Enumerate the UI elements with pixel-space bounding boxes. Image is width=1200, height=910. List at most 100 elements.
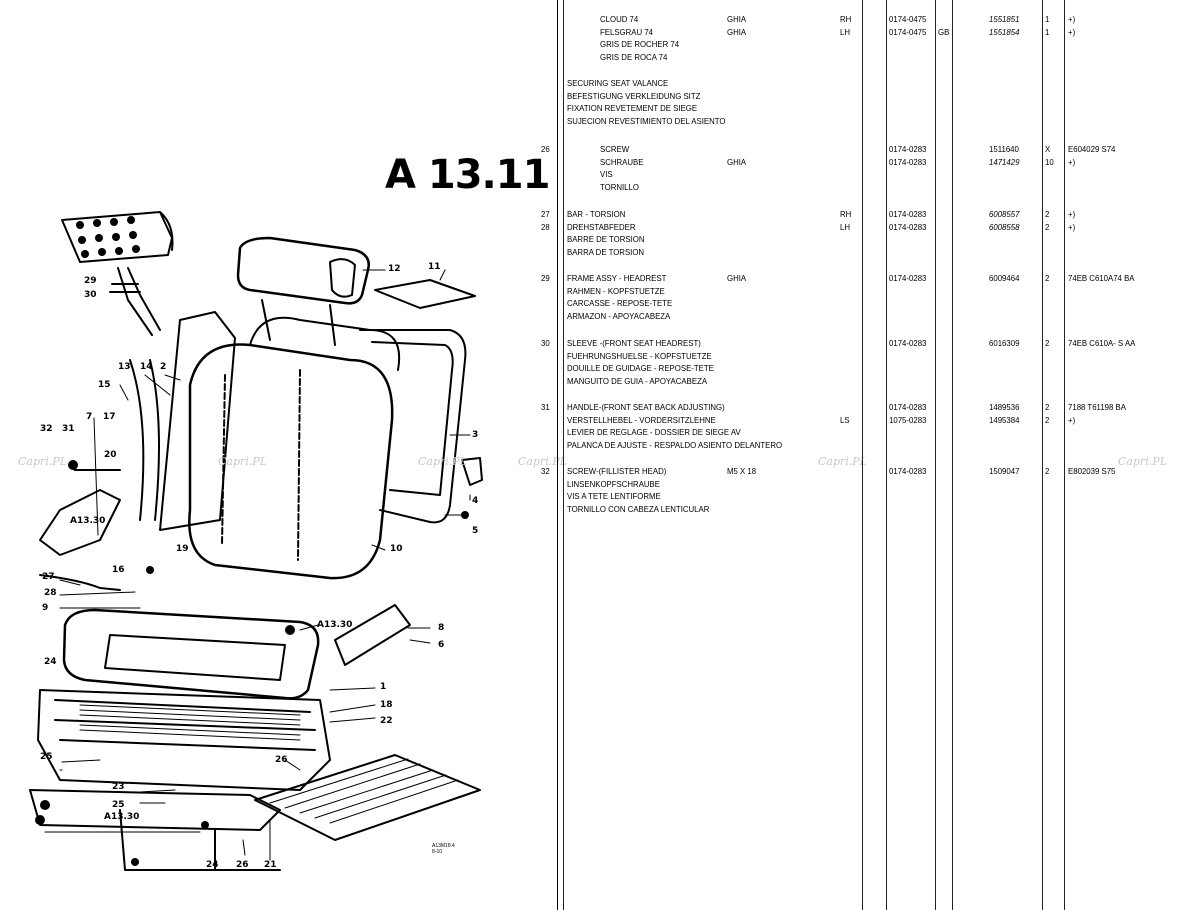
callout-number: 24: [44, 657, 57, 667]
remark: +): [1068, 221, 1076, 232]
date-range: 0174-0283: [889, 338, 927, 348]
date-range: 0174-0283: [889, 466, 927, 476]
date-range: 0174-0283: [889, 209, 927, 219]
callout-number: 6: [438, 640, 445, 650]
description-line: RAHMEN - KOPFSTUETZE: [567, 285, 665, 296]
quantity: 2: [1045, 402, 1050, 412]
callout-number: 29: [84, 276, 97, 286]
seat-cushion: [62, 608, 320, 700]
ref-number: 31: [541, 402, 550, 412]
callout-number: 20: [104, 450, 117, 460]
part-number: 6009464: [989, 273, 1020, 283]
part-number: 1551851: [989, 14, 1020, 24]
quantity: 1: [1045, 26, 1050, 37]
remark: 74EB C610A- S AA: [1068, 338, 1136, 348]
remark: +): [1068, 209, 1076, 219]
remark: E802039 S75: [1068, 466, 1116, 476]
callout-number: 2: [160, 362, 167, 372]
part-number: 1489536: [989, 402, 1020, 412]
description-line: FELSGRAU 74: [600, 26, 654, 37]
part-number: 1551854: [989, 26, 1020, 37]
callout-number: 4: [472, 496, 479, 506]
callout-number: A13.30: [104, 812, 140, 822]
description-line: FRAME ASSY - HEADREST: [567, 273, 667, 283]
ref-number: 27: [541, 209, 550, 219]
callout-number: 16: [112, 565, 125, 575]
description-line: SCREW: [600, 144, 630, 154]
description-line: BAR - TORSION: [567, 209, 626, 219]
callout-number: 32: [40, 424, 53, 434]
callout-number: 25: [40, 752, 53, 762]
description-line: MANGUITO DE GUIA - APOYACABEZA: [567, 375, 708, 386]
variant: GHIA: [727, 156, 747, 167]
part-number: 6008557: [989, 209, 1020, 219]
description-line: SCHRAUBE: [600, 156, 644, 167]
table-rule: [1042, 0, 1043, 910]
remark: 74EB C610A74 BA: [1068, 273, 1135, 283]
description-line: VIS: [600, 169, 613, 179]
callout-number: 18: [380, 700, 393, 710]
seat-back-panel: [359, 329, 467, 524]
description-line: LINSENKOPFSCHRAUBE: [567, 478, 661, 489]
ref-number: 32: [541, 466, 550, 476]
remark: +): [1068, 156, 1076, 167]
description-line: CLOUD 74: [600, 14, 639, 24]
callout-number: 5: [472, 526, 479, 536]
quantity: X: [1045, 144, 1051, 154]
date-range: 0174-0475: [889, 26, 927, 37]
quantity: 2: [1045, 273, 1050, 283]
callout-number: 26: [236, 860, 249, 870]
side: LH: [840, 221, 851, 232]
date-range: 0174-0283: [889, 402, 927, 412]
part-number: 6016309: [989, 338, 1020, 348]
variant: M5 X 18: [727, 466, 757, 476]
part-number: 1511640: [989, 144, 1019, 154]
ref-number: 29: [541, 273, 550, 283]
watermark: Capri.PL: [818, 455, 867, 468]
market-code: GB: [938, 26, 950, 37]
side: RH: [840, 14, 852, 24]
callout-number: 27: [42, 572, 55, 582]
description-line: SLEEVE -(FRONT SEAT HEADREST): [567, 338, 701, 348]
description-line: LEVIER DE REGLAGE - DOSSIER DE SIEGE AV: [567, 427, 741, 437]
date-range: 1075-0283: [889, 414, 927, 425]
callout-number: 13: [118, 362, 131, 372]
cover-plate: [374, 279, 476, 309]
part-number: 1495384: [989, 414, 1020, 425]
callout-number: 9: [42, 603, 49, 613]
description-line: BARRA DE TORSION: [567, 246, 645, 257]
variant: GHIA: [727, 14, 747, 24]
callout-number: 23: [112, 782, 125, 792]
description-line: FIXATION REVETEMENT DE SIEGE: [567, 103, 698, 113]
remark: +): [1068, 14, 1076, 24]
date-range: 0174-0283: [889, 273, 927, 283]
remark: +): [1068, 414, 1076, 425]
description-line: BARRE DE TORSION: [567, 234, 645, 244]
callout-number: 12: [388, 264, 401, 274]
callout-number: 21: [264, 860, 277, 870]
callout-number: 11: [428, 262, 441, 272]
description-line: CARCASSE - REPOSE-TETE: [567, 298, 673, 308]
part-number: 6008558: [989, 221, 1020, 232]
date-range: 0174-0283: [889, 221, 927, 232]
date-range: 0174-0283: [889, 144, 927, 154]
date-range: 0174-0283: [889, 156, 927, 167]
table-rule: [886, 0, 887, 910]
part-number: 1471429: [989, 156, 1020, 167]
description-line: VERSTELLHEBEL - VORDERSITZLEHNE: [567, 414, 716, 425]
watermark: Capri.PL: [1118, 455, 1167, 468]
watermark: Capri.PL: [418, 455, 467, 468]
section-title: A 13.11: [385, 152, 550, 198]
callout-number: 15: [98, 380, 111, 390]
table-rule: [862, 0, 863, 910]
description-line: SCREW-(FILLISTER HEAD): [567, 466, 667, 476]
callout-number: 8: [438, 623, 445, 633]
part-number: 1509047: [989, 466, 1020, 476]
seat-back-cushion: [188, 343, 394, 580]
description-line: TORNILLO: [600, 181, 639, 192]
callout-number: 10: [390, 544, 403, 554]
variant: GHIA: [727, 26, 747, 37]
callout-number: 14: [140, 362, 153, 372]
remark: 7188 T61198 BA: [1068, 402, 1126, 412]
ref-number: 26: [541, 144, 550, 154]
